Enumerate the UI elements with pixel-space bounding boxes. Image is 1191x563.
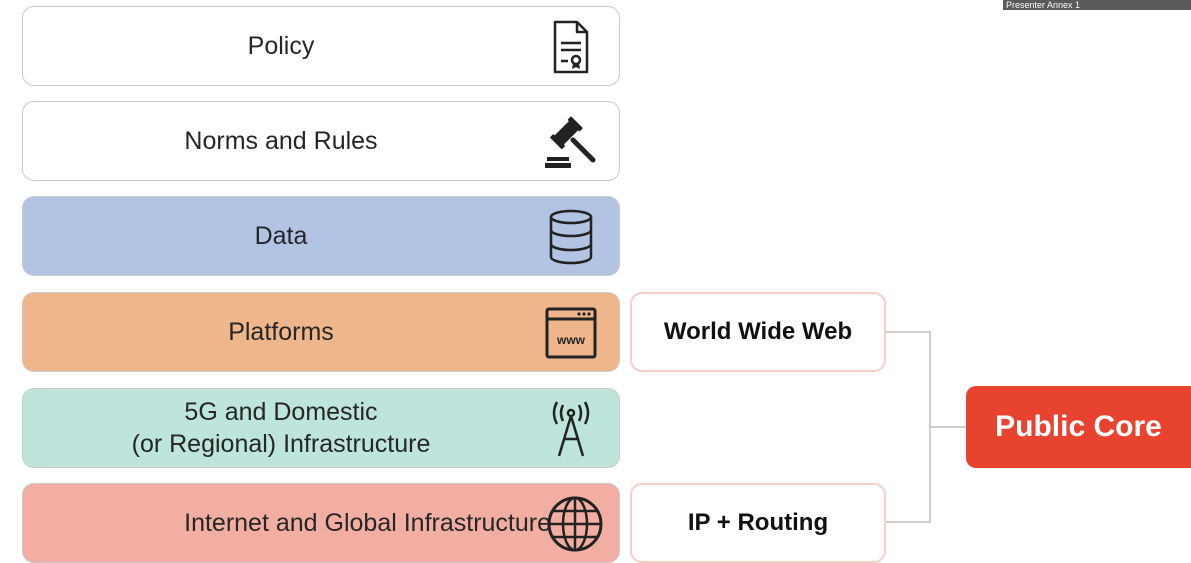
layer-5g-domestic-infrastructure: 5G and Domestic (or Regional) Infrastruc… [22, 388, 620, 468]
public-core-label: Public Core [995, 410, 1162, 443]
layer-label: Data [254, 222, 308, 250]
policy-document-icon [541, 17, 601, 77]
presenter-label: Presenter Annex 1 [1006, 0, 1081, 10]
gavel-icon [541, 112, 601, 172]
tag-label: IP + Routing [687, 509, 829, 536]
antenna-tower-icon [541, 399, 601, 459]
layer-label: Policy [247, 32, 315, 60]
public-core-box: Public Core [966, 386, 1191, 468]
globe-icon [545, 494, 605, 554]
layer-label: Internet and Global Infrastructure [184, 509, 551, 537]
layer-label: Norms and Rules [184, 127, 378, 155]
database-icon [541, 207, 601, 267]
layer-policy: Policy [22, 6, 620, 86]
browser-www-text: www [556, 333, 586, 347]
layer-norms-and-rules: Norms and Rules [22, 101, 620, 181]
layer-data: Data [22, 196, 620, 276]
layer-label: Platforms [228, 318, 334, 346]
tag-ip-routing: IP + Routing [630, 483, 886, 563]
tag-world-wide-web: World Wide Web [630, 292, 886, 372]
browser-window-icon: www [541, 303, 601, 363]
tag-label: World Wide Web [663, 318, 853, 345]
presenter-video-strip: Presenter Annex 1 [1003, 0, 1191, 10]
layer-label: 5G and Domestic (or Regional) Infrastruc… [131, 398, 431, 458]
layer-platforms: Platforms www [22, 292, 620, 372]
layer-internet-global-infrastructure: Internet and Global Infrastructure [22, 483, 620, 563]
bracket-connector [886, 331, 931, 523]
